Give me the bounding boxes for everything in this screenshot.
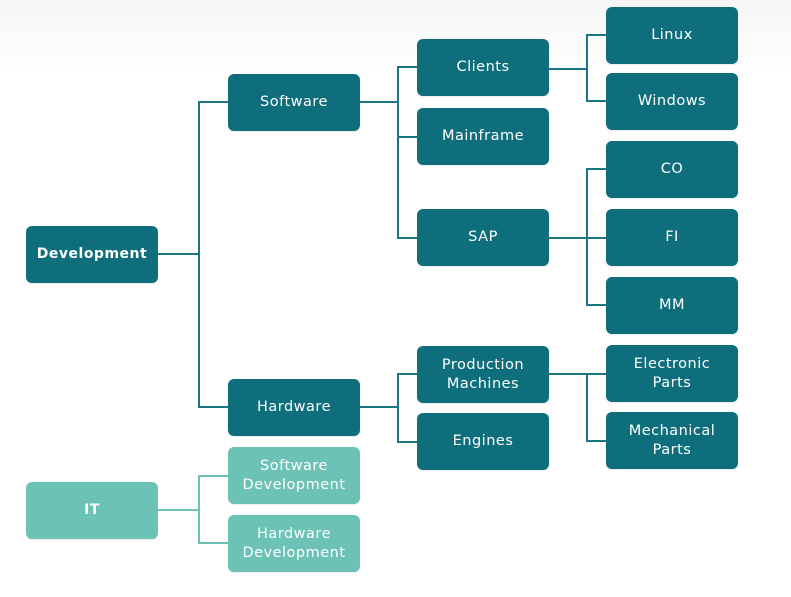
connector-line: [397, 66, 399, 239]
connector-line: [549, 237, 587, 239]
connector-line: [397, 136, 417, 138]
node-label: MM: [658, 297, 686, 313]
node-label: Development: [36, 246, 148, 262]
node-label: CO: [660, 161, 684, 177]
connector-line: [586, 304, 606, 306]
node-mainframe: Mainframe: [417, 108, 549, 165]
node-development: Development: [26, 226, 158, 283]
node-label: Windows: [637, 93, 707, 109]
connector-line: [549, 373, 587, 375]
node-label: Mainframe: [441, 128, 525, 144]
connector-line: [397, 441, 417, 443]
connector-line: [198, 101, 200, 408]
connector-line: [198, 475, 200, 544]
connector-line: [397, 66, 417, 68]
connector-line: [586, 237, 606, 239]
connector-line: [198, 542, 228, 544]
node-label: Hardware: [256, 399, 331, 415]
connector-line: [397, 373, 417, 375]
node-software: Software: [228, 74, 360, 131]
node-label: Software Development: [242, 457, 346, 493]
node-fi: FI: [606, 209, 738, 266]
connector-line: [158, 253, 199, 255]
node-engines: Engines: [417, 413, 549, 470]
connector-line: [586, 373, 606, 375]
connector-line: [397, 373, 399, 442]
node-sap: SAP: [417, 209, 549, 266]
node-label: SAP: [468, 229, 498, 245]
node-label: Software: [260, 94, 328, 110]
node-production-machines: Production Machines: [417, 346, 549, 403]
node-software-development: Software Development: [228, 447, 360, 504]
node-hardware: Hardware: [228, 379, 360, 436]
node-label: Production Machines: [441, 356, 525, 392]
node-windows: Windows: [606, 73, 738, 130]
node-co: CO: [606, 141, 738, 198]
node-label: Engines: [452, 433, 514, 449]
connector-line: [586, 34, 606, 36]
node-electronic-parts: Electronic Parts: [606, 345, 738, 402]
connector-line: [360, 406, 398, 408]
connector-line: [198, 475, 228, 477]
node-mm: MM: [606, 277, 738, 334]
connector-line: [586, 440, 606, 442]
connector-line: [586, 100, 606, 102]
node-it: IT: [26, 482, 158, 539]
node-label: Mechanical Parts: [628, 422, 716, 458]
connector-line: [586, 168, 606, 170]
connector-line: [158, 509, 199, 511]
node-mechanical-parts: Mechanical Parts: [606, 412, 738, 469]
connector-line: [586, 34, 588, 102]
node-clients: Clients: [417, 39, 549, 96]
node-label: IT: [84, 502, 100, 518]
node-hardware-development: Hardware Development: [228, 515, 360, 572]
connector-line: [397, 237, 417, 239]
node-linux: Linux: [606, 7, 738, 64]
connector-line: [549, 68, 587, 70]
connector-line: [586, 373, 588, 441]
node-label: FI: [665, 229, 679, 245]
connector-line: [198, 406, 228, 408]
node-label: Clients: [456, 59, 510, 75]
connector-line: [586, 168, 588, 305]
node-label: Hardware Development: [242, 525, 346, 561]
connector-line: [360, 101, 398, 103]
node-label: Electronic Parts: [633, 355, 711, 391]
node-label: Linux: [651, 27, 693, 43]
connector-line: [198, 101, 228, 103]
